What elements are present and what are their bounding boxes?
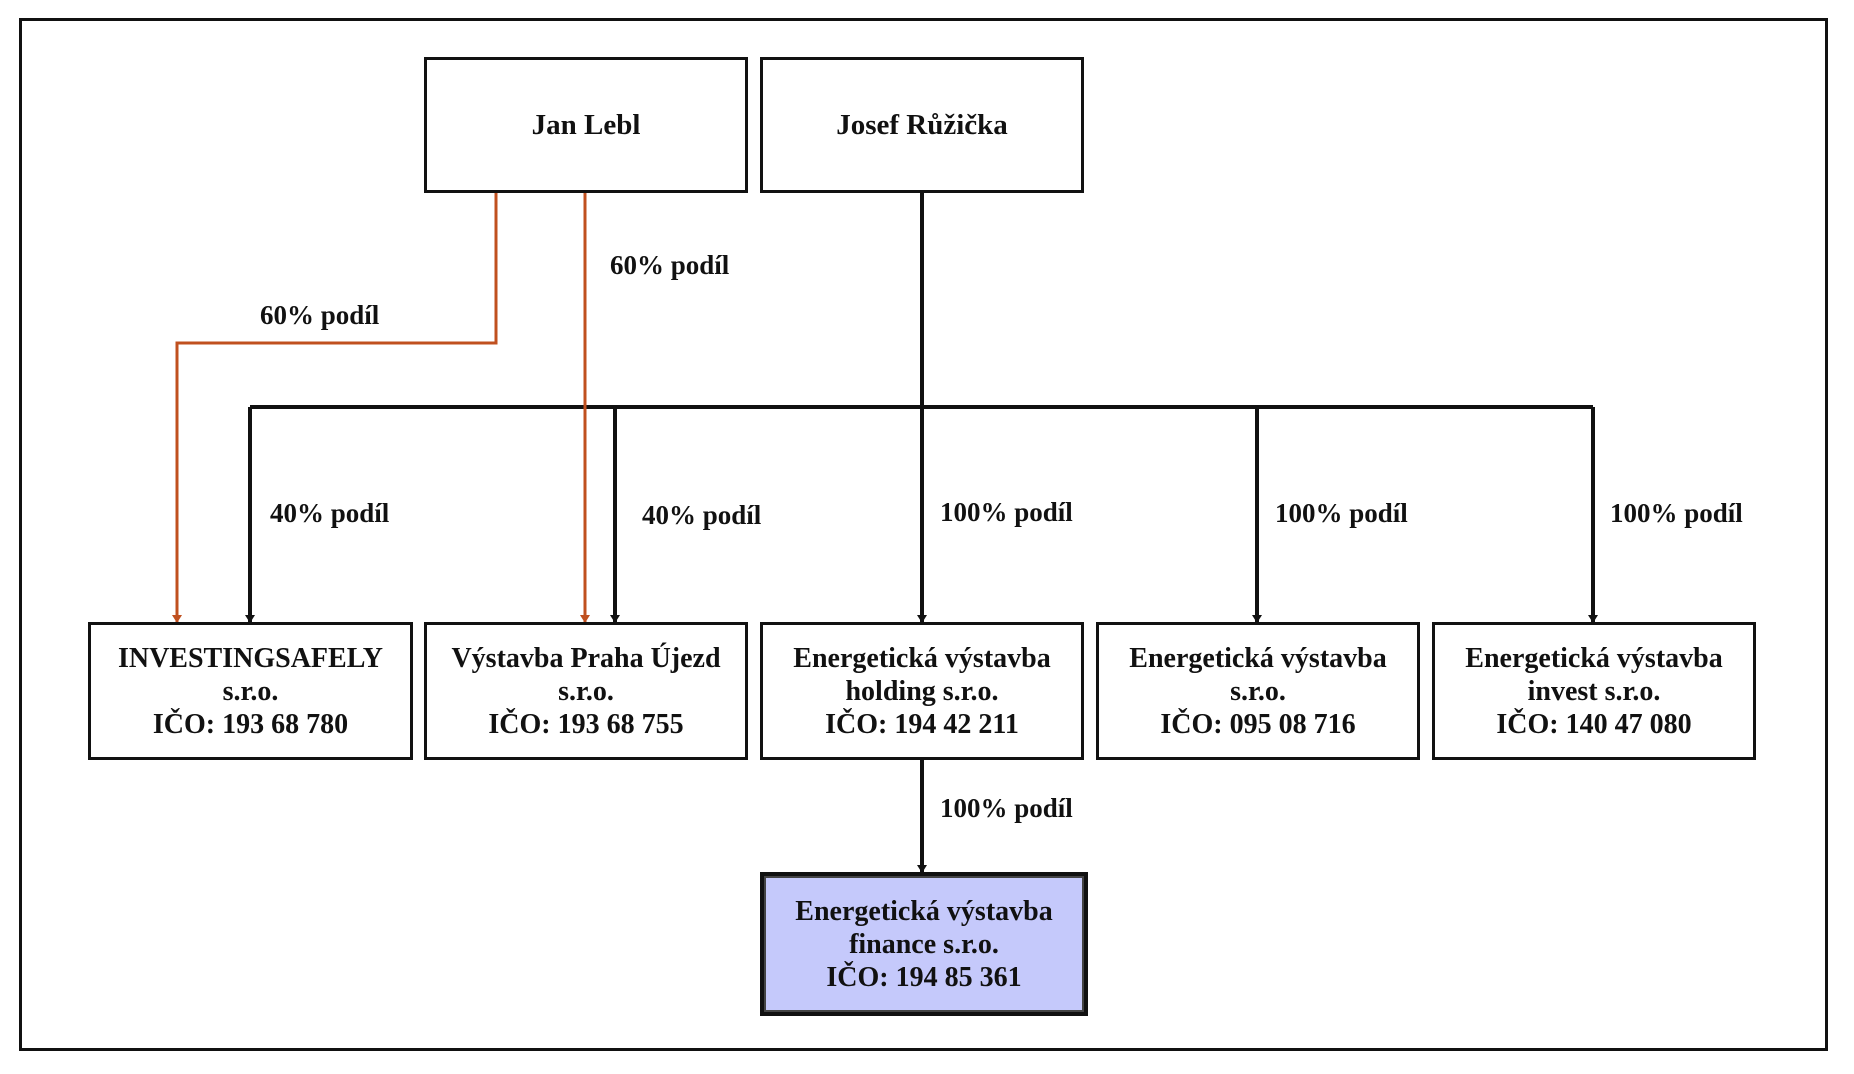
share-label-josef-c3: 100% podíl <box>940 497 1073 527</box>
share-label-c3-c6: 100% podíl <box>940 793 1073 823</box>
company-box-investingsafely: INVESTINGSAFELY s.r.o. IČO: 193 68 780 <box>88 622 413 760</box>
share-label-josef-c2: 40% podíl <box>642 500 762 530</box>
connector-jan-c1 <box>172 193 498 623</box>
company-ico: IČO: 140 47 080 <box>1496 708 1692 740</box>
share-label-jan-c2: 60% podíl <box>610 250 730 280</box>
company-type: holding s.r.o. <box>845 675 999 707</box>
company-name: Výstavba Praha Újezd <box>451 642 721 674</box>
person-name: Jan Lebl <box>531 108 641 141</box>
share-label-jan-c1: 60% podíl <box>260 300 380 330</box>
company-box-ev-finance: Energetická výstavba finance s.r.o. IČO:… <box>760 872 1088 1016</box>
company-type: invest s.r.o. <box>1527 675 1661 707</box>
company-type: finance s.r.o. <box>849 928 999 960</box>
person-box-josef-ruzicka: Josef Růžička <box>760 57 1084 193</box>
company-box-ev-invest: Energetická výstavba invest s.r.o. IČO: … <box>1432 622 1756 760</box>
company-name: Energetická výstavba <box>1129 642 1387 674</box>
company-name: INVESTINGSAFELY <box>117 642 384 674</box>
company-name: Energetická výstavba <box>795 895 1053 927</box>
share-label-josef-c4: 100% podíl <box>1275 498 1408 528</box>
company-ico: IČO: 194 42 211 <box>825 708 1019 740</box>
company-type: s.r.o. <box>558 675 614 707</box>
diagram-frame <box>19 18 1828 1051</box>
company-box-vystavba-praha-ujezd: Výstavba Praha Újezd s.r.o. IČO: 193 68 … <box>424 622 748 760</box>
company-box-ev-holding: Energetická výstavba holding s.r.o. IČO:… <box>760 622 1084 760</box>
share-label-josef-c5: 100% podíl <box>1610 498 1743 528</box>
company-type: s.r.o. <box>222 675 279 707</box>
company-ico: IČO: 193 68 755 <box>488 708 684 740</box>
company-name: Energetická výstavba <box>793 642 1051 674</box>
company-ico: IČO: 194 85 361 <box>826 961 1022 993</box>
company-type: s.r.o. <box>1230 675 1286 707</box>
company-name: Energetická výstavba <box>1465 642 1723 674</box>
company-ico: IČO: 193 68 780 <box>152 708 349 740</box>
company-ico: IČO: 095 08 716 <box>1160 708 1356 740</box>
share-label-josef-c1: 40% podíl <box>270 498 390 528</box>
person-name: Josef Růžička <box>836 108 1008 141</box>
person-box-jan-lebl: Jan Lebl <box>424 57 748 193</box>
company-box-ev-sro: Energetická výstavba s.r.o. IČO: 095 08 … <box>1096 622 1420 760</box>
